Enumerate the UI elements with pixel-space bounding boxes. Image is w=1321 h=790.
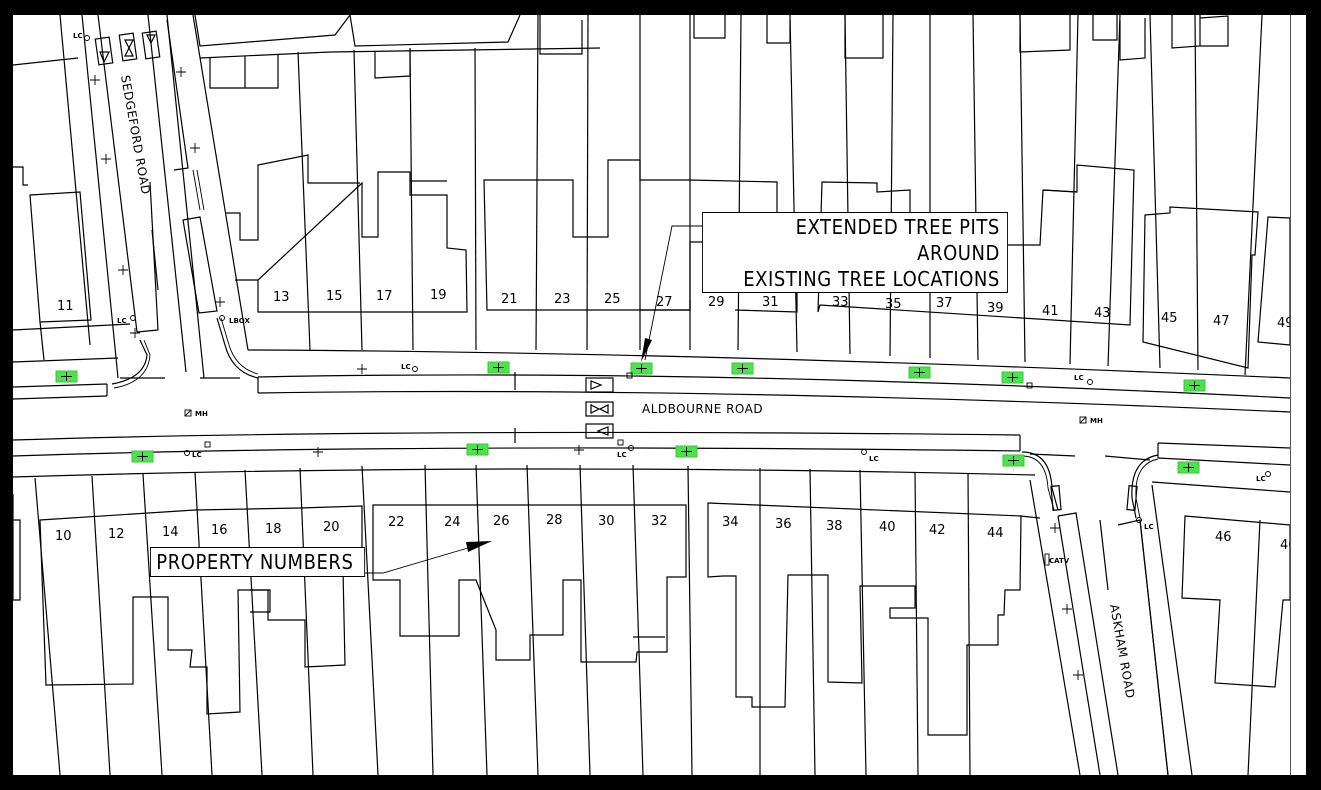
road-name-sedgeford: SEDGEFORD ROAD [118,74,153,196]
property-number: 33 [832,295,849,310]
existing-tree-markers [90,67,1083,680]
svg-text:LC: LC [401,363,411,371]
property-number: 13 [273,290,290,305]
property-number: 47 [1213,314,1230,329]
street-furniture: LC LC LBOX LC LC LC LC LC LC LC MH MH CA… [73,32,1271,566]
lamp-column-icon [184,450,190,456]
lamp-column-icon [861,449,867,455]
property-number: 36 [775,517,792,532]
svg-text:LC: LC [117,317,127,325]
property-number: 39 [987,301,1004,316]
property-number: 25 [604,292,621,307]
svg-text:LC: LC [192,451,202,459]
lamp-column-icon [1136,517,1142,523]
sedgeford-road-geometry [59,15,259,389]
property-number: 11 [57,299,74,314]
property-number: 22 [388,515,405,530]
tree-pit-icon [630,362,653,375]
property-number-labels: 11 13 15 17 19 21 23 25 27 29 31 33 35 3… [55,288,1290,553]
tree-pit-icon [487,361,510,374]
lamp-column-icon [84,35,90,41]
property-number: 49 [1277,316,1290,331]
svg-text:CATV: CATV [1049,557,1070,565]
property-number: 44 [987,526,1004,541]
property-number: 46 [1280,538,1290,553]
tree-pits-callout-line2: EXISTING TREE LOCATIONS [743,267,1000,291]
property-number: 12 [108,527,125,542]
property-number: 46 [1215,530,1232,545]
property-number: 31 [762,295,779,310]
property-number: 24 [444,515,461,530]
property-number: 21 [501,292,518,307]
south-plots [13,464,1290,775]
property-number: 38 [826,519,843,534]
tree-pit-icon [731,362,754,375]
manhole-icon [184,409,192,417]
lamp-column-icon [1265,471,1271,477]
north-plots [13,15,1290,376]
property-number: 42 [929,523,946,538]
site-plan-canvas: 11 13 15 17 19 21 23 25 27 29 31 33 35 3… [13,15,1290,775]
property-number: 17 [376,289,393,304]
svg-text:LC: LC [1074,374,1084,382]
property-number: 10 [55,529,72,544]
property-number: 34 [722,515,739,530]
property-number: 41 [1042,304,1059,319]
property-number: 18 [265,522,282,537]
property-number: 35 [885,297,902,312]
tree-pit-icon [1001,371,1024,384]
lamp-column-icon [628,445,634,451]
tree-pit-icon [131,450,154,463]
property-number: 45 [1161,311,1178,326]
property-number: 19 [430,288,447,303]
manhole-icon [1079,416,1087,424]
site-plan-drawing: 11 13 15 17 19 21 23 25 27 29 31 33 35 3… [13,15,1290,775]
svg-text:LC: LC [1256,475,1266,483]
tree-pit-icon [466,443,489,456]
aldbourne-road-geometry [13,349,1290,519]
property-number: 29 [708,295,725,310]
property-number: 27 [656,295,673,310]
road-name-askham: ASKHAM ROAD [1107,603,1137,700]
property-number: 26 [493,514,510,529]
road-name-aldbourne: ALDBOURNE ROAD [642,402,763,416]
askham-road-geometry [1029,479,1193,775]
property-number: 28 [546,513,563,528]
property-number: 43 [1094,306,1111,321]
property-number: 40 [879,520,896,535]
property-number: 14 [162,525,179,540]
property-number: 15 [326,289,343,304]
tree-pits-callout: EXTENDED TREE PITS AROUND EXISTING TREE … [702,212,1008,293]
drawing-border-line [1290,15,1291,775]
svg-text:LC: LC [869,455,879,463]
svg-text:LBOX: LBOX [229,317,250,325]
tree-pit-icon [908,366,931,379]
tree-pit-icon [1183,379,1206,392]
svg-text:MH: MH [195,410,208,418]
property-number: 30 [598,514,615,529]
tree-pits [55,361,1206,474]
drawing-right-margin [1290,15,1306,775]
svg-text:LC: LC [73,32,83,40]
tree-pits-callout-line1: EXTENDED TREE PITS AROUND [795,215,1000,265]
svg-text:LC: LC [1144,523,1154,531]
svg-text:LC: LC [617,451,627,459]
letter-box-icon [219,315,225,321]
property-number: 32 [651,514,668,529]
cable-tv-icon [1044,553,1050,566]
tree-pit-icon [55,370,78,383]
property-number: 37 [936,296,953,311]
tree-pit-icon [675,445,698,458]
lamp-column-icon [1087,379,1093,385]
property-number: 23 [554,292,571,307]
property-number: 16 [211,523,228,538]
tree-pit-icon [1177,461,1200,474]
property-numbers-callout: PROPERTY NUMBERS [150,547,366,577]
tree-pit-icon [1002,454,1025,467]
svg-text:MH: MH [1090,417,1103,425]
lamp-column-icon [412,366,418,372]
property-number: 20 [323,520,340,535]
lamp-column-icon [130,315,136,321]
